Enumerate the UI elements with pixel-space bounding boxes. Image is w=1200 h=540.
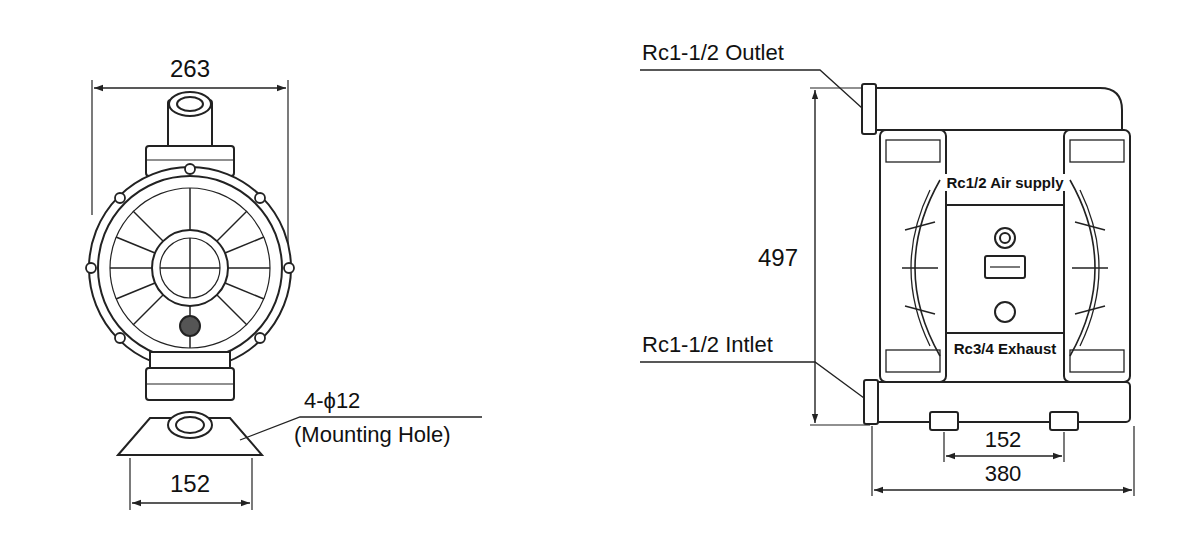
dimension-base: 152 bbox=[168, 470, 212, 498]
dimension-width: 263 bbox=[168, 55, 212, 83]
dimension-length: 380 bbox=[983, 461, 1024, 486]
dimension-height: 497 bbox=[756, 244, 800, 272]
port-label: Rc1/2 Air supply bbox=[945, 174, 1066, 191]
port-label: Rc1-1/2 Intlet bbox=[640, 332, 775, 357]
hole-spec: 4-ϕ12 bbox=[302, 388, 362, 413]
port-label: Rc3/4 Exhaust bbox=[952, 340, 1059, 357]
hole-note: (Mounting Hole) bbox=[292, 422, 453, 447]
dimension-base: 152 bbox=[983, 427, 1024, 452]
side-view bbox=[640, 70, 1134, 496]
front-view bbox=[86, 80, 482, 510]
port-label: Rc1-1/2 Outlet bbox=[640, 40, 786, 65]
